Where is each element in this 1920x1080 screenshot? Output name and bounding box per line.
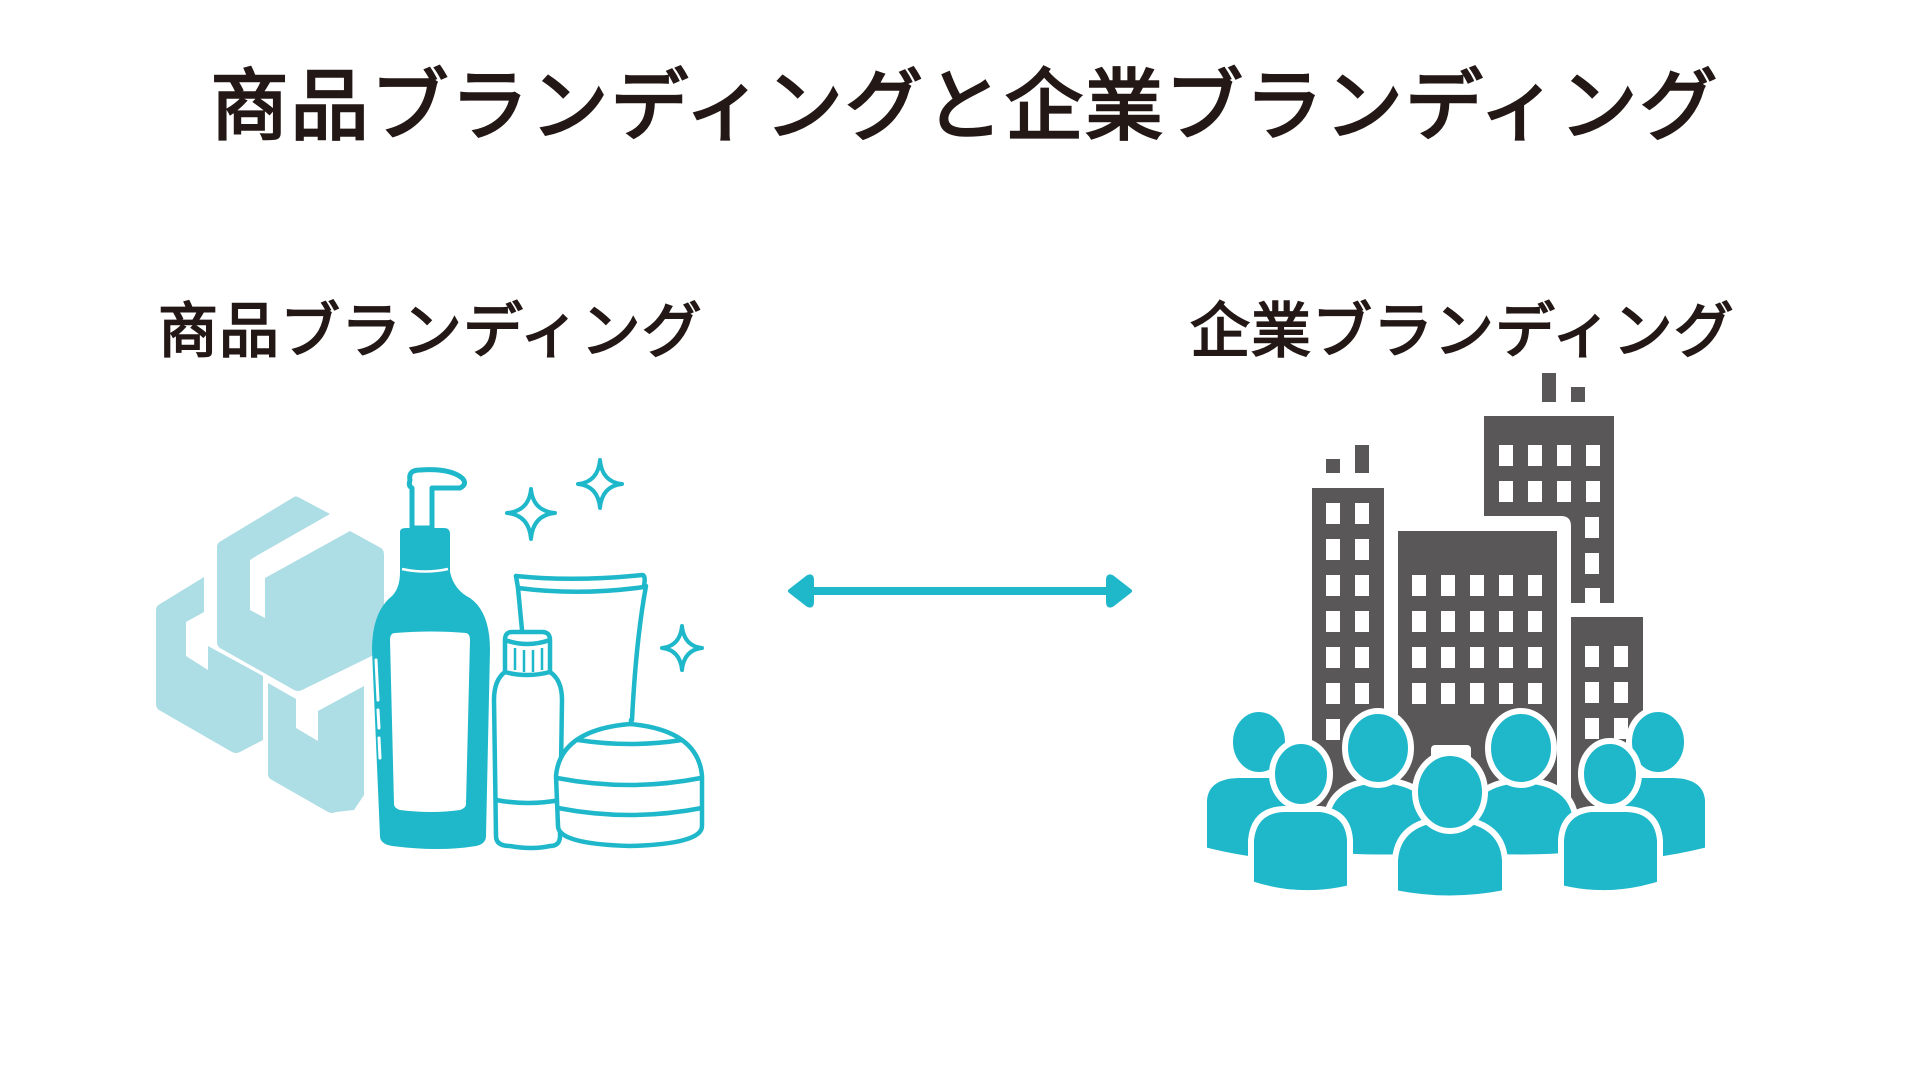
window bbox=[1470, 575, 1484, 596]
window bbox=[1326, 719, 1340, 740]
people-icon bbox=[1201, 706, 1711, 902]
window bbox=[1614, 718, 1628, 739]
window bbox=[1412, 575, 1426, 596]
window bbox=[1585, 553, 1599, 574]
person-icon bbox=[1248, 738, 1353, 897]
window bbox=[1499, 683, 1513, 704]
window bbox=[1586, 481, 1600, 502]
sparkle-icon bbox=[576, 458, 624, 510]
window bbox=[1326, 575, 1340, 596]
window bbox=[1585, 646, 1599, 667]
window bbox=[1499, 481, 1513, 502]
window bbox=[1355, 647, 1369, 668]
window bbox=[1499, 445, 1513, 466]
window bbox=[1412, 647, 1426, 668]
jar-icon bbox=[553, 721, 705, 849]
sparkle-icon bbox=[505, 487, 557, 541]
window bbox=[1528, 683, 1542, 704]
tube-icon bbox=[513, 572, 649, 725]
window bbox=[1326, 611, 1340, 632]
window bbox=[1355, 503, 1369, 524]
window bbox=[1585, 682, 1599, 703]
window bbox=[1499, 647, 1513, 668]
double-arrow-icon bbox=[788, 574, 1132, 608]
window bbox=[1528, 445, 1542, 466]
product-branding-label: 商品ブランディング bbox=[158, 297, 703, 367]
sparkle-icons bbox=[505, 458, 704, 672]
window bbox=[1441, 683, 1455, 704]
pump-bottle-icon bbox=[372, 467, 490, 849]
window bbox=[1557, 445, 1571, 466]
window bbox=[1586, 445, 1600, 466]
window bbox=[1441, 611, 1455, 632]
window bbox=[1355, 683, 1369, 704]
window bbox=[1441, 575, 1455, 596]
person-icon bbox=[1392, 750, 1508, 902]
window bbox=[1499, 575, 1513, 596]
window bbox=[1326, 503, 1340, 524]
window bbox=[1470, 683, 1484, 704]
sparkle-icon bbox=[660, 624, 704, 672]
boxes-icon bbox=[156, 496, 384, 813]
window bbox=[1355, 611, 1369, 632]
window bbox=[1528, 481, 1542, 502]
window bbox=[1585, 517, 1599, 538]
window bbox=[1528, 611, 1542, 632]
window bbox=[1470, 647, 1484, 668]
window bbox=[1412, 611, 1426, 632]
window bbox=[1470, 611, 1484, 632]
window bbox=[1557, 481, 1571, 502]
window bbox=[1585, 718, 1599, 739]
window bbox=[1355, 539, 1369, 560]
window bbox=[1614, 646, 1628, 667]
window bbox=[1326, 647, 1340, 668]
page-title: 商品ブランディングと企業ブランディング bbox=[210, 62, 1720, 152]
window bbox=[1326, 683, 1340, 704]
window bbox=[1355, 575, 1369, 596]
window bbox=[1614, 682, 1628, 703]
product-illustration bbox=[156, 458, 705, 851]
window bbox=[1326, 539, 1340, 560]
window bbox=[1412, 683, 1426, 704]
person-icon bbox=[1558, 738, 1663, 897]
corporate-illustration bbox=[1201, 373, 1711, 902]
window bbox=[1499, 611, 1513, 632]
corporate-branding-label: 企業ブランディング bbox=[1190, 297, 1735, 367]
window bbox=[1528, 575, 1542, 596]
window bbox=[1441, 647, 1455, 668]
window bbox=[1528, 647, 1542, 668]
small-bottle-icon bbox=[491, 629, 565, 851]
